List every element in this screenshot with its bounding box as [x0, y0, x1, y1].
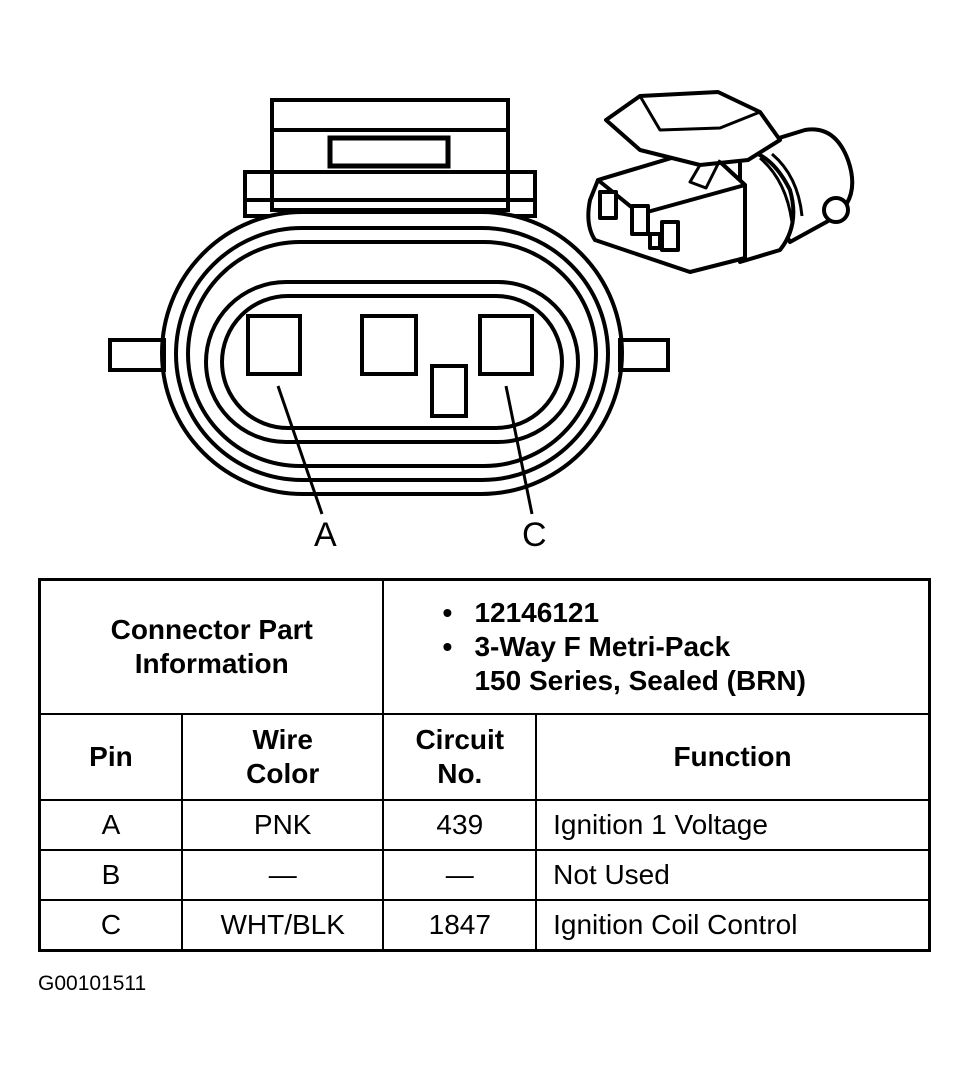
header-circuit-line2: No.: [437, 757, 483, 789]
header-pin: Pin: [38, 712, 183, 801]
table-row: C WHT/BLK 1847 Ignition Coil Control: [38, 898, 931, 951]
pin-a-callout: A: [314, 516, 337, 554]
iso-lock-tab: [822, 196, 850, 224]
bullet-icon: •: [442, 630, 453, 662]
cell-wire-color: WHT/BLK: [180, 898, 385, 951]
seal-ring: [204, 280, 580, 444]
shell-ring-3: [186, 240, 598, 468]
table-row: B — — Not Used: [38, 848, 931, 901]
pin-c-leader: [504, 385, 534, 515]
pin-c-callout: C: [522, 516, 547, 554]
connector-diagram: [108, 90, 855, 515]
terminal-cavity: [220, 294, 564, 430]
header-wire-color-line1: Wire: [252, 723, 313, 755]
header-row: Pin Wire Color Circuit No. Function: [38, 712, 931, 801]
left-side-tab: [108, 338, 166, 372]
part-info-label-line1: Connector Part: [110, 614, 313, 646]
description-item: • 3-Way F Metri-Pack: [442, 630, 928, 664]
iso-pin-cavity-a: [598, 190, 618, 220]
part-info-row: Connector Part Information • 12146121 • 3-…: [38, 578, 931, 715]
header-circuit: Circuit No.: [382, 712, 538, 801]
header-wire-color: Wire Color: [180, 712, 385, 801]
connector-face-view: [108, 98, 670, 515]
iso-pin-cavity-b: [630, 204, 650, 236]
header-circuit-line1: Circuit: [415, 723, 505, 755]
cell-function: Ignition 1 Voltage: [535, 798, 931, 851]
bullet-icon: •: [442, 596, 453, 628]
cell-function: Not Used: [535, 848, 931, 901]
cell-circuit: 439: [382, 798, 538, 851]
table-row: A PNK 439 Ignition 1 Voltage: [38, 798, 931, 851]
cell-circuit: —: [382, 848, 538, 901]
latch-housing: [270, 98, 510, 212]
outer-shell: [160, 210, 624, 496]
cell-wire-color: —: [180, 848, 385, 901]
pin-a-leader: [276, 385, 324, 515]
header-wire-color-line2: Color: [246, 757, 320, 789]
connector-isometric-view: [586, 90, 855, 274]
part-number-item: • 12146121: [442, 596, 928, 630]
polarization-key: [430, 364, 468, 418]
part-info-label-line2: Information: [134, 647, 289, 679]
part-number: 12146121: [474, 596, 600, 628]
cell-pin: C: [38, 898, 183, 951]
part-info-details: • 12146121 • 3-Way F Metri-Pack 150 Series…: [382, 578, 931, 715]
shell-ring-2: [174, 226, 610, 482]
cell-circuit: 1847: [382, 898, 538, 951]
description-line1: 3-Way F Metri-Pack: [474, 630, 731, 662]
pin-a-terminal: [246, 314, 302, 376]
connector-pinout-table: Connector Part Information • 12146121 • 3-…: [38, 578, 931, 952]
iso-pin-cavity-c: [660, 220, 680, 252]
right-side-tab: [618, 338, 670, 372]
cell-function: Ignition Coil Control: [535, 898, 931, 951]
pin-c-terminal: [478, 314, 534, 376]
figure-id: G00101511: [38, 972, 147, 995]
cell-pin: A: [38, 798, 183, 851]
description-line2: 150 Series, Sealed (BRN): [474, 664, 806, 696]
cell-pin: B: [38, 848, 183, 901]
header-function: Function: [535, 712, 931, 801]
part-info-label: Connector Part Information: [38, 578, 385, 715]
cell-wire-color: PNK: [180, 798, 385, 851]
pin-b-terminal: [360, 314, 418, 376]
latch-slot: [327, 135, 451, 169]
